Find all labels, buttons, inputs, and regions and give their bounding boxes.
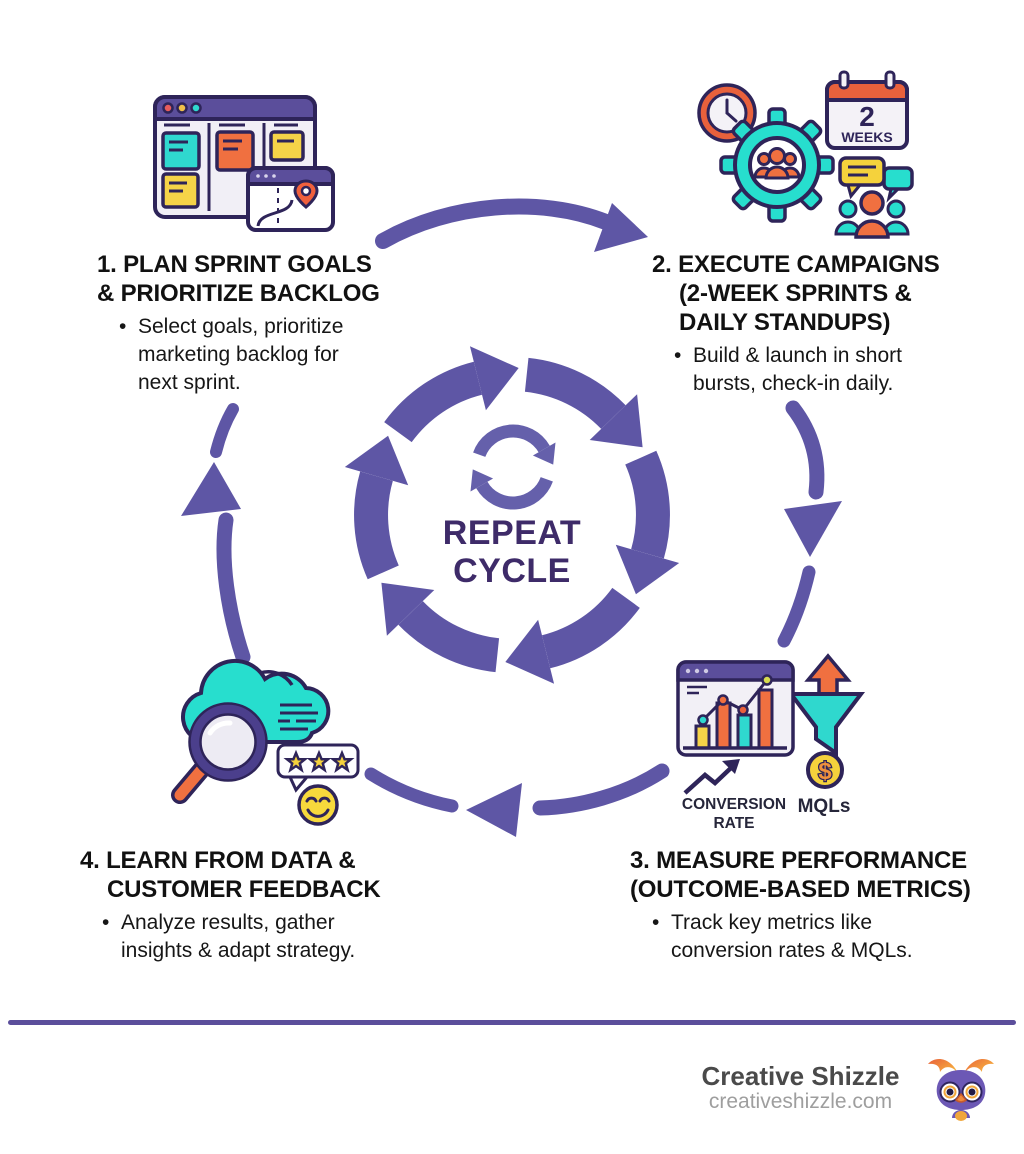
step-2-title: 2. EXECUTE CAMPAIGNS (2-WEEK SPRINTS & D… [652, 251, 940, 336]
mqls-label: MQLs [798, 796, 851, 817]
dollar-sign: $ [818, 758, 832, 785]
step-1-title: 1. PLAN SPRINT GOALS & PRIORITIZE BACKLO… [97, 251, 380, 307]
calendar-2-weeks-icon: 2 WEEKS [825, 70, 909, 150]
funnel-icon [786, 653, 866, 757]
step-3-bullets: Track key metrics like conversion rates … [630, 909, 975, 965]
data-insights-icon [171, 658, 360, 826]
owl-logo-icon [928, 1059, 994, 1121]
step-4-block: 4. LEARN FROM DATA & CUSTOMER FEEDBACK A… [80, 846, 410, 965]
center-label-line2: CYCLE [453, 552, 571, 590]
footer-brand-block: Creative Shizzle creativeshizzle.com [688, 1062, 913, 1114]
flow-arrow-top [375, 198, 648, 252]
trend-arrow-icon [683, 759, 740, 795]
footer-divider [8, 1020, 1016, 1025]
brand-name: Creative Shizzle [701, 1061, 900, 1091]
flow-arrow-left [181, 403, 251, 665]
team-group-icon [834, 190, 910, 239]
flow-arrow-bottom [364, 763, 670, 837]
conversion-rate-label-line2: RATE [713, 815, 754, 832]
calendar-unit: WEEKS [841, 129, 892, 145]
team-gear-icon [719, 107, 835, 223]
step-2-block: 2. EXECUTE CAMPAIGNS (2-WEEK SPRINTS & D… [652, 250, 982, 398]
analytics-dashboard-icon: $ CONVERSION RATE MQLs [676, 653, 866, 832]
center-label: REPEAT CYCLE [362, 514, 662, 590]
step-1-block: 1. PLAN SPRINT GOALS & PRIORITIZE BACKLO… [97, 250, 397, 397]
smiley-icon [297, 784, 339, 826]
center-label-line1: REPEAT [442, 514, 582, 552]
step-1-bullets: Select goals, prioritize marketing backl… [97, 313, 397, 397]
step-4-title: 4. LEARN FROM DATA & CUSTOMER FEEDBACK [80, 847, 381, 903]
brand-website: creativeshizzle.com [708, 1090, 893, 1113]
kanban-board-icon [153, 95, 335, 232]
star-rating-bubble-icon [276, 743, 360, 793]
step-4-bullets: Analyze results, gather insights & adapt… [80, 909, 410, 965]
flow-arrow-right [777, 400, 842, 648]
step-3-block: 3. MEASURE PERFORMANCE (OUTCOME-BASED ME… [630, 846, 975, 965]
dollar-coin-icon: $ [806, 751, 844, 789]
magnifier-icon [171, 702, 268, 804]
step-3-title: 3. MEASURE PERFORMANCE (OUTCOME-BASED ME… [630, 847, 971, 903]
chart-window-icon [676, 660, 795, 757]
conversion-rate-label-line1: CONVERSION [682, 796, 786, 813]
sprint-execution-icon: 2 WEEKS [697, 70, 914, 239]
calendar-number: 2 [859, 101, 875, 132]
refresh-icon [471, 431, 556, 503]
chat-bubbles-icon [838, 156, 914, 203]
step-2-bullets: Build & launch in short bursts, check-in… [652, 342, 982, 398]
